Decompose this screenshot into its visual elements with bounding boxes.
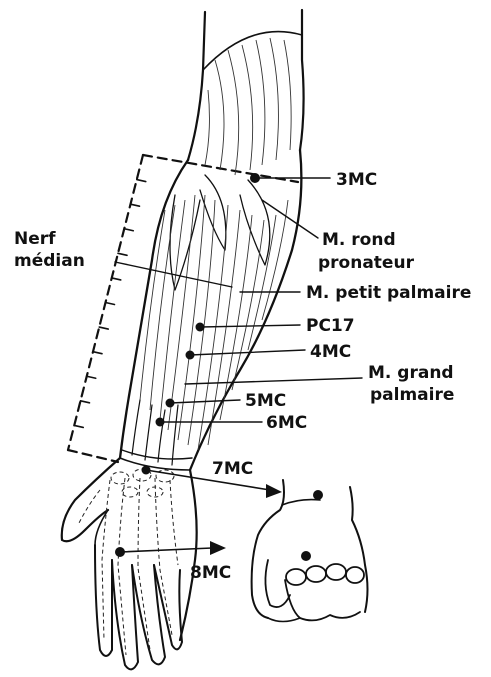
point-6mc (156, 418, 165, 427)
ruler-tick (99, 327, 108, 329)
ruler-tick (106, 303, 115, 305)
arrowhead-7mc (266, 484, 282, 498)
point-5mc (166, 399, 175, 408)
point-3mc (250, 173, 260, 183)
label-6mc: 6MC (266, 413, 307, 433)
ruler-tick (124, 229, 133, 231)
label-4mc: 4MC (310, 342, 351, 362)
ruler-ticks (74, 180, 146, 428)
label-7mc: 7MC (212, 459, 253, 479)
label-5mc: 5MC (245, 391, 286, 411)
label-m-petit-palmaire: M. petit palmaire (306, 283, 471, 303)
label-median: médian (14, 251, 85, 271)
label-8mc: 8MC (190, 563, 231, 583)
point-pc17 (196, 323, 205, 332)
labels: Nerf médian 3MC M. rond pronateur M. pet… (14, 170, 471, 583)
ruler-tick (137, 180, 146, 182)
hand-fist-lateral (252, 480, 368, 622)
point-8mc-fist (301, 551, 311, 561)
point-7mc-palm (142, 466, 151, 475)
point-8mc-palm (115, 547, 125, 557)
label-m-rond: M. rond (322, 230, 396, 250)
ruler-tick (118, 253, 127, 255)
label-pronateur: pronateur (318, 253, 415, 273)
ruler-tick (74, 425, 83, 427)
leader-pc17 (200, 325, 300, 327)
leader-4mc (190, 350, 305, 355)
label-m-grand: M. grand (368, 363, 454, 383)
label-pc17: PC17 (306, 316, 355, 336)
label-nerf: Nerf (14, 229, 56, 249)
hand-palm (62, 458, 197, 669)
point-4mc (186, 351, 195, 360)
label-palmaire: palmaire (370, 385, 454, 405)
label-3mc: 3MC (336, 170, 377, 190)
acupuncture-points (115, 173, 323, 561)
ruler-tick (93, 352, 102, 354)
point-7mc-fist (313, 490, 323, 500)
ruler-tick (81, 401, 90, 403)
leader-grand-palmaire (185, 378, 362, 384)
ruler-tick (112, 278, 121, 280)
arrowhead-8mc (210, 541, 226, 555)
leader-8mc (120, 548, 212, 552)
ruler-tick (131, 204, 140, 206)
ruler-tick (87, 376, 96, 378)
upper-arm (188, 10, 304, 175)
